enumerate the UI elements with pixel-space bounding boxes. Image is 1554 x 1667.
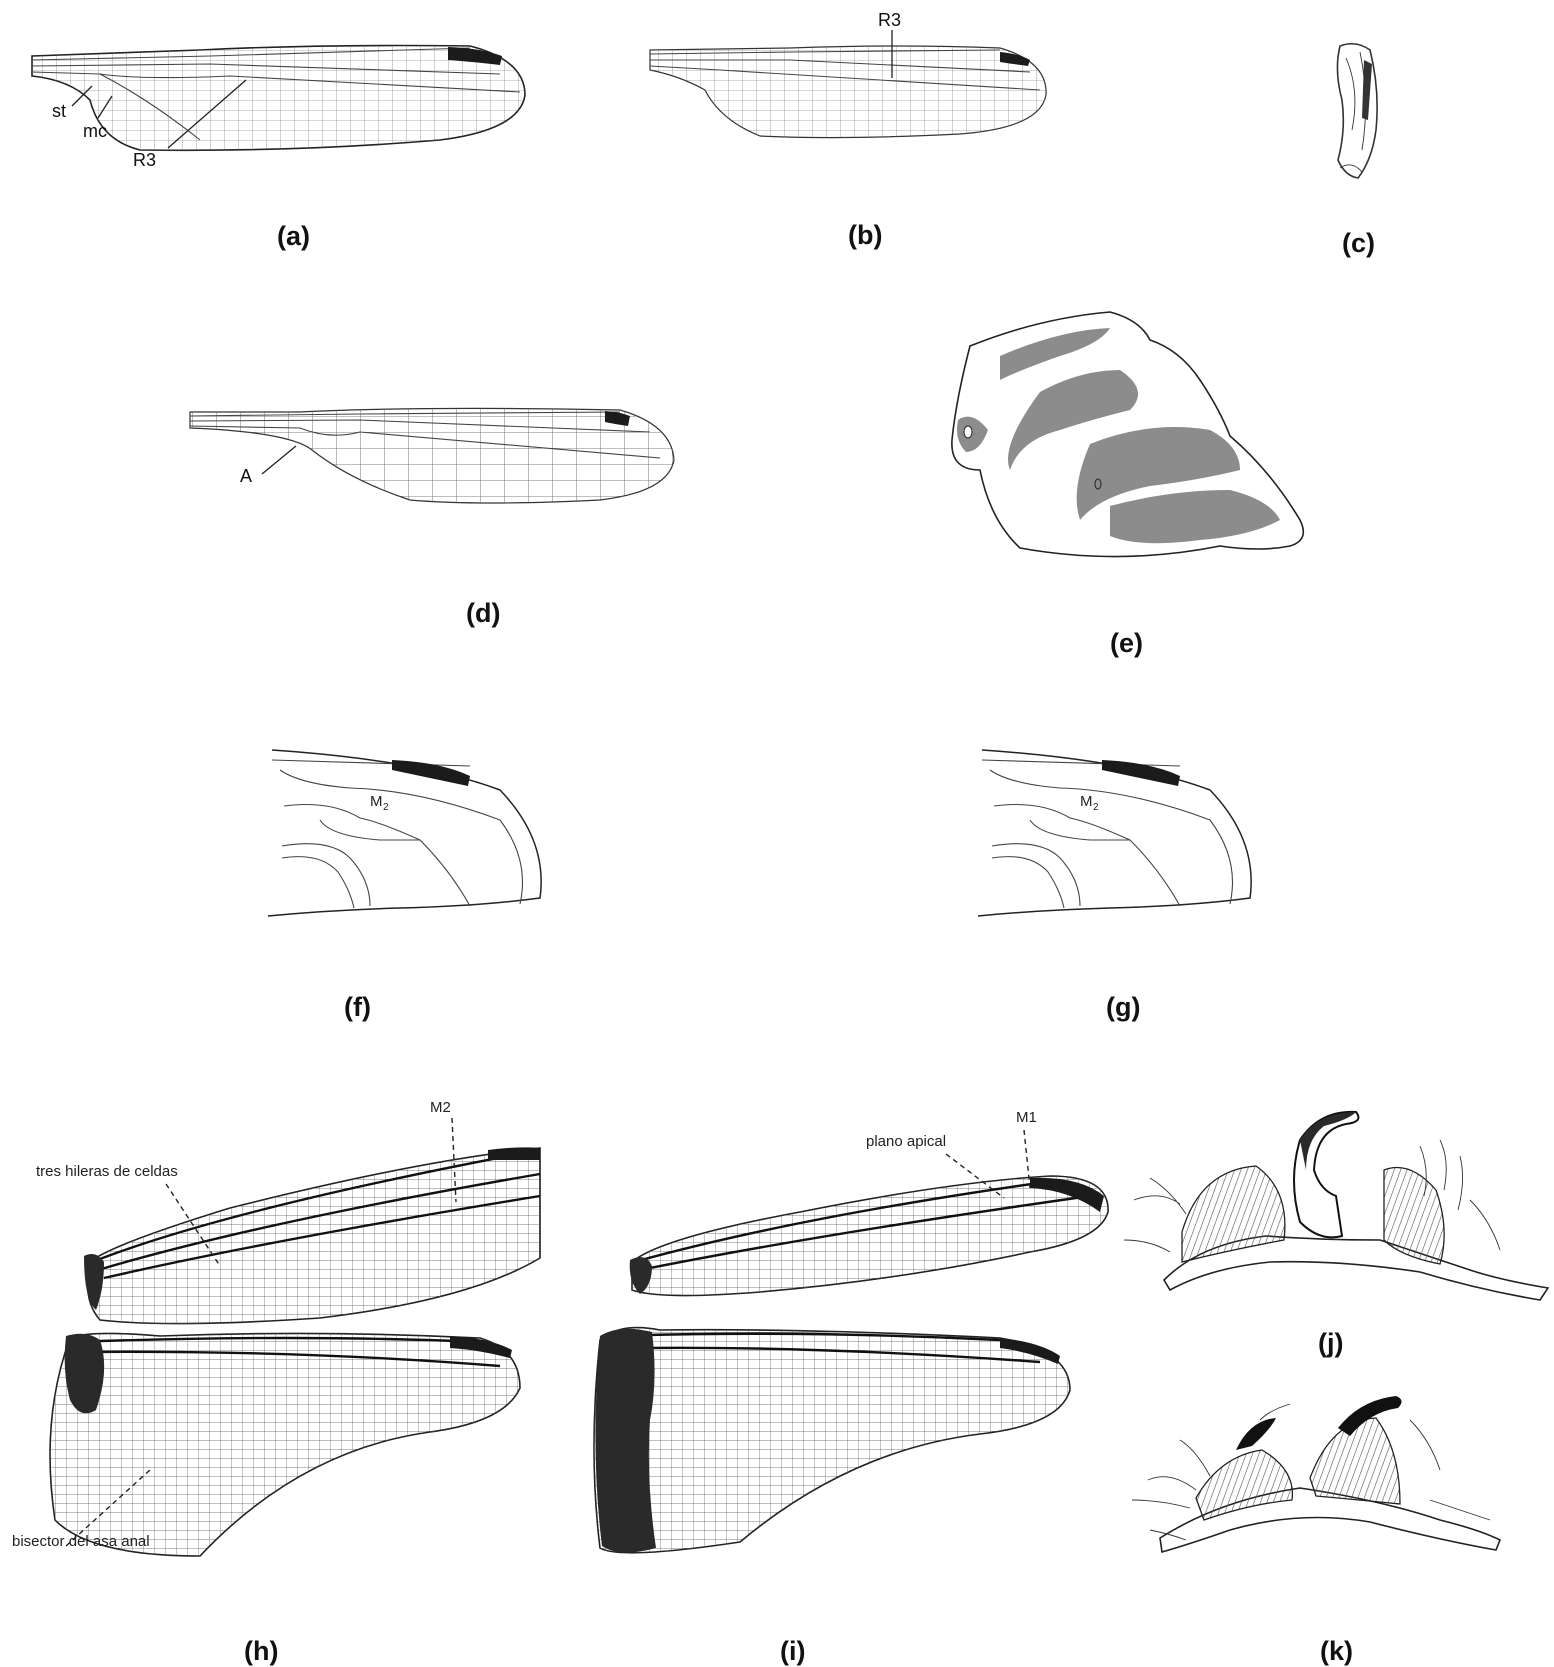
panel-label-a: (a) (277, 221, 310, 251)
vein-label-m2-g: M (1080, 793, 1093, 810)
vein-label-m2-sub-g: 2 (1093, 802, 1099, 813)
panel-label-c: (c) (1342, 228, 1375, 258)
annotation-plano-apical: plano apical (866, 1133, 946, 1150)
panel-h: M2 tres hileras de celdas bisector del a… (12, 1099, 550, 1666)
vein-label-r3: R3 (133, 150, 156, 170)
vein-label-mc: mc (83, 121, 107, 141)
vein-label-st: st (52, 101, 66, 121)
panel-label-b: (b) (848, 220, 882, 250)
panel-label-j: (j) (1318, 1328, 1343, 1358)
panel-label-e: (e) (1110, 628, 1143, 658)
panel-f: M 2 (f) (268, 750, 541, 1022)
panel-b: R3 (b) (640, 10, 1060, 250)
panel-label-i: (i) (780, 1636, 805, 1666)
panel-g: M 2 (g) (978, 750, 1251, 1022)
vein-label-m2-sub-f: 2 (383, 802, 389, 813)
panel-c: (c) (1337, 44, 1377, 258)
panel-i: M1 plano apical (i) (586, 1109, 1120, 1666)
annotation-tres-hileras: tres hileras de celdas (36, 1163, 178, 1180)
annotation-m2: M2 (430, 1099, 451, 1116)
annotation-m1: M1 (1016, 1109, 1037, 1126)
panel-label-f: (f) (344, 992, 371, 1022)
panel-label-d: (d) (466, 598, 500, 628)
panel-a: st mc R3 (a) (30, 40, 530, 251)
vein-label-r3-b: R3 (878, 10, 901, 30)
panel-e: (e) (952, 312, 1303, 658)
panel-label-h: (h) (244, 1636, 278, 1666)
panel-label-g: (g) (1106, 992, 1140, 1022)
panel-label-k: (k) (1320, 1636, 1353, 1666)
vein-label-a: A (240, 466, 252, 486)
vein-label-m2-f: M (370, 793, 383, 810)
annotation-bisector: bisector del asa anal (12, 1533, 150, 1550)
panel-j: (j) (1124, 1112, 1548, 1358)
panel-k: (k) (1132, 1396, 1500, 1666)
panel-d: A (d) (180, 400, 680, 628)
